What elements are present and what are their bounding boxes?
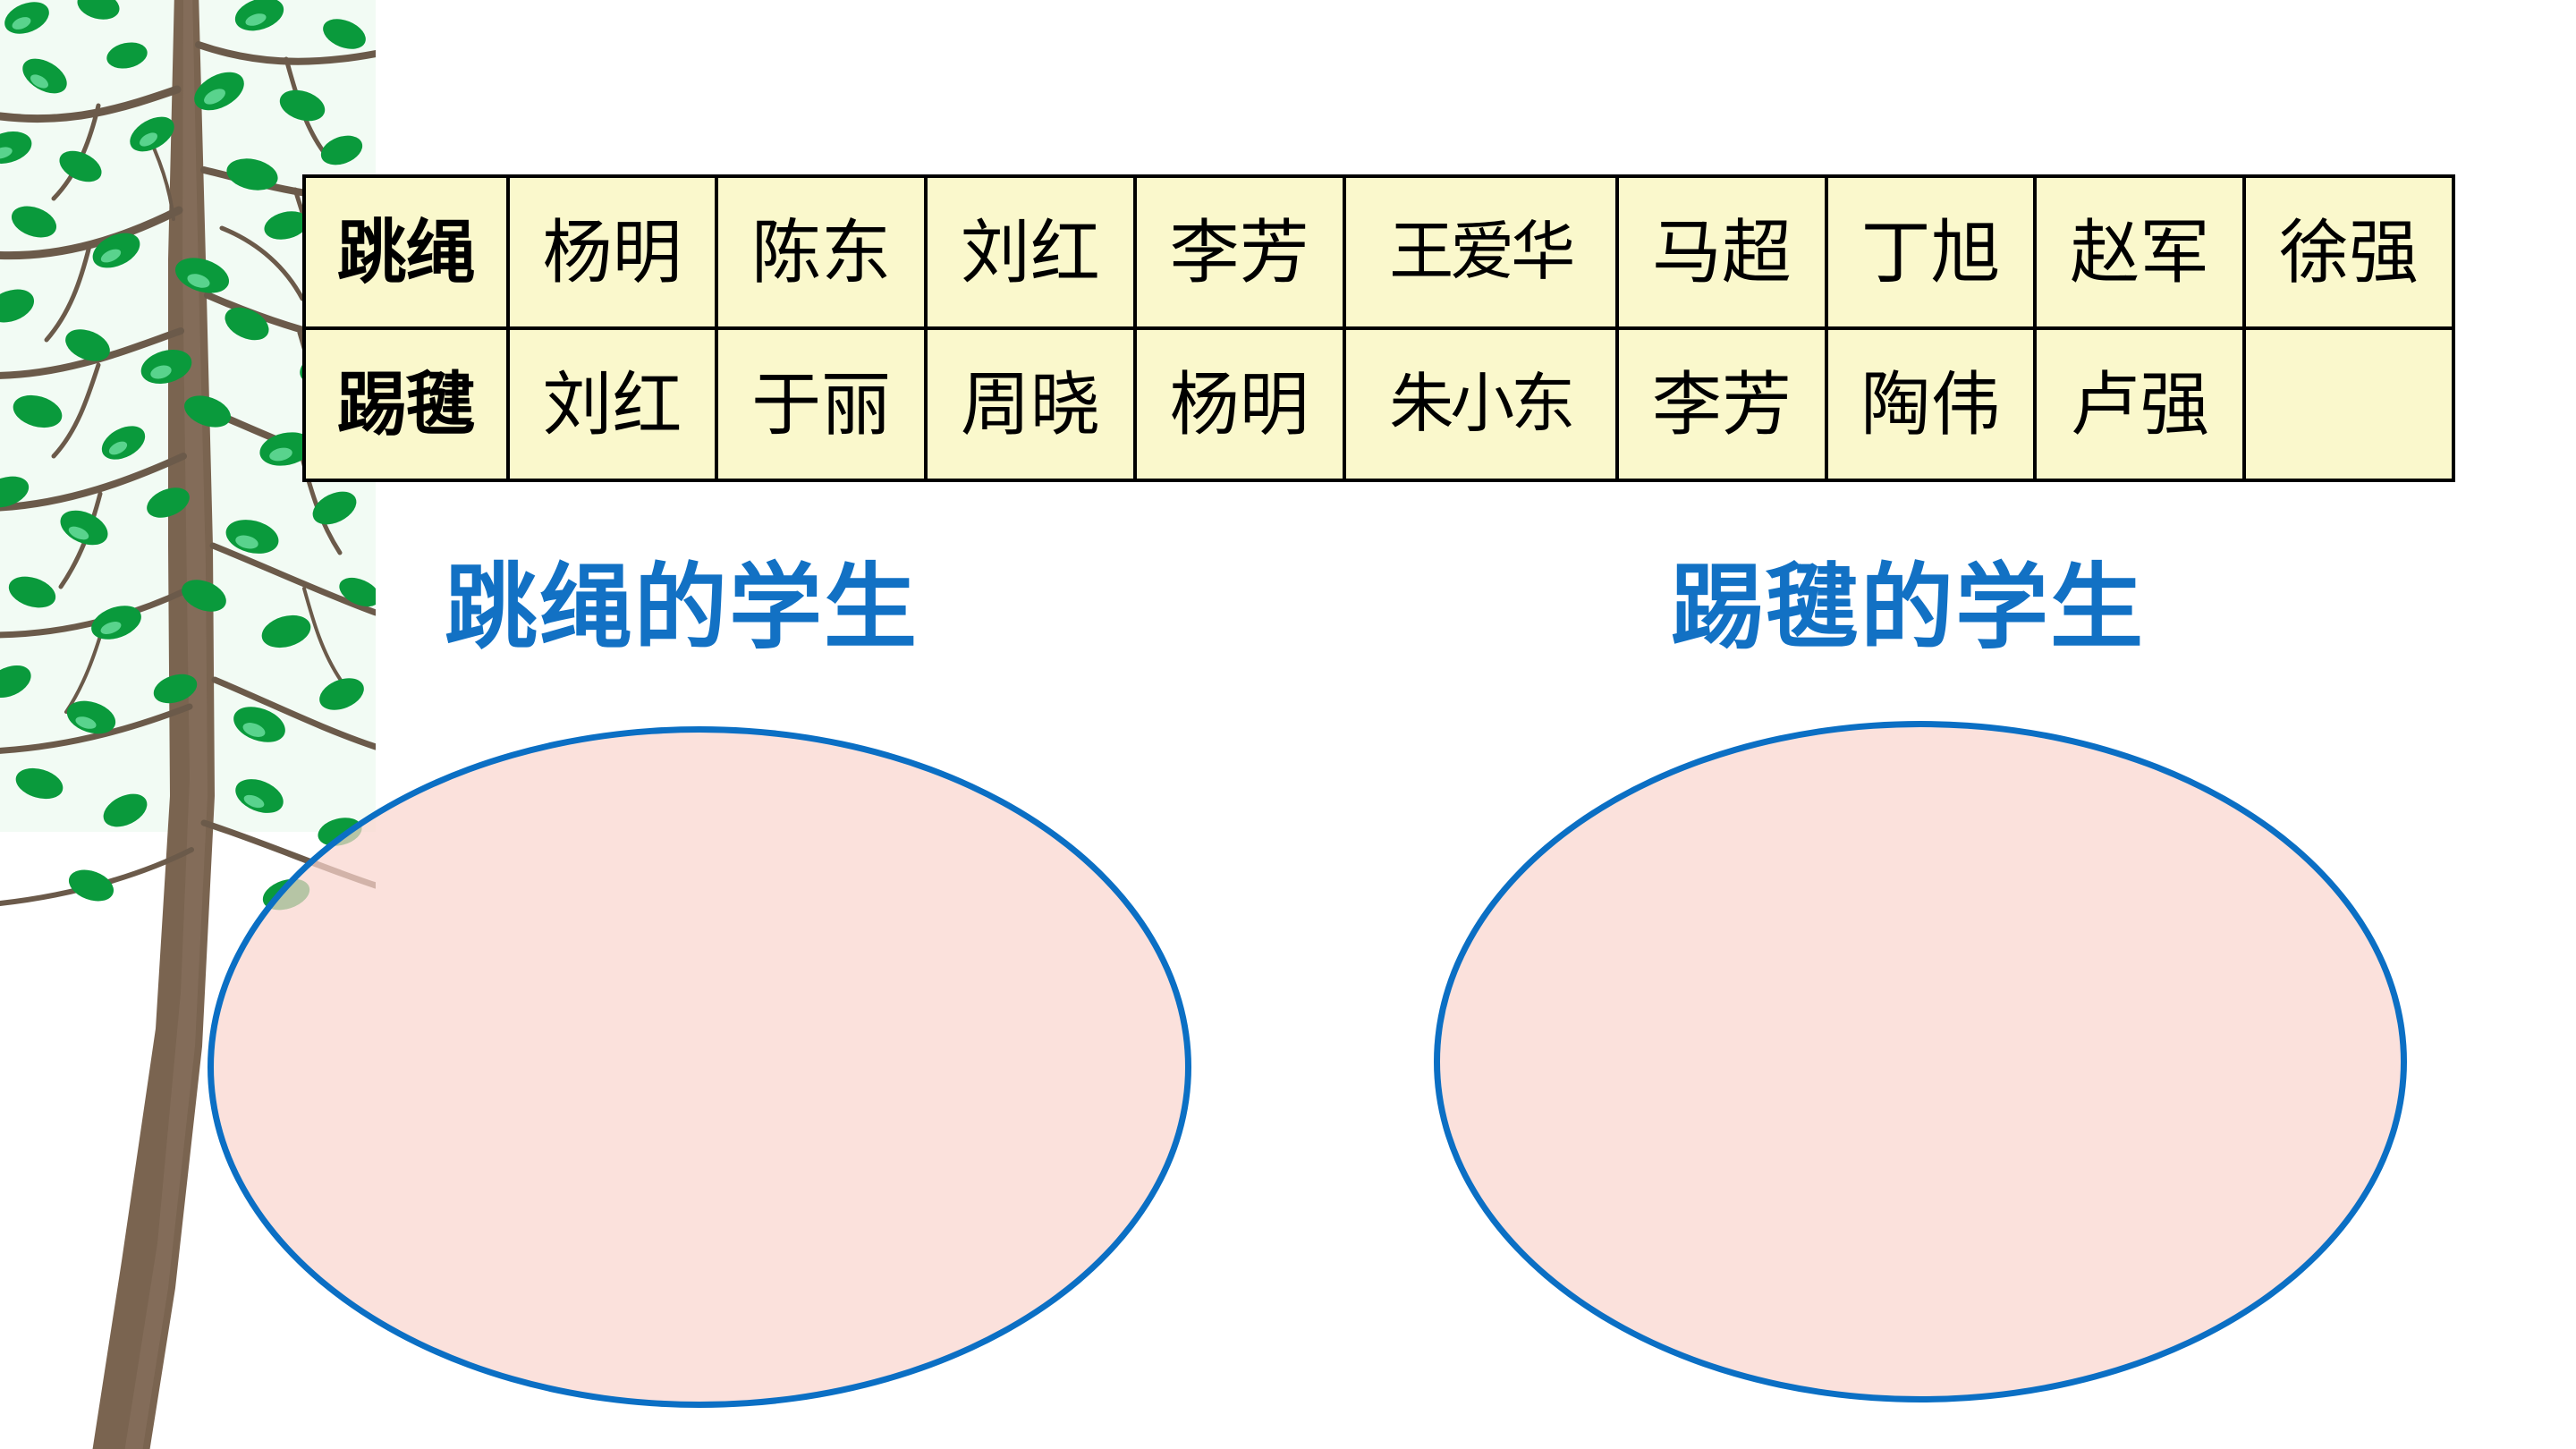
row-header-jump-rope: 跳绳: [302, 174, 510, 330]
table-cell: 王爱华: [1342, 174, 1620, 330]
table-cell: 杨明: [505, 174, 719, 330]
table-cell: 朱小东: [1342, 326, 1620, 482]
table-cell: 丁旭: [1824, 174, 2038, 330]
table-row: 踢毽 刘红 于丽 周晓 杨明 朱小东 李芳 陶伟 卢强: [302, 326, 2455, 482]
group-ellipse-shuttlecock[interactable]: [1434, 721, 2407, 1402]
group-title-shuttlecock: 踢毽的学生: [1671, 556, 2146, 660]
group-title-jump-rope: 跳绳的学生: [445, 556, 919, 660]
table-cell: 周晓: [924, 326, 1137, 482]
table-cell: 陈东: [715, 174, 928, 330]
table-row: 跳绳 杨明 陈东 刘红 李芳 王爱华 马超 丁旭 赵军 徐强: [302, 174, 2455, 330]
row-header-shuttlecock: 踢毽: [302, 326, 510, 482]
table-cell: 于丽: [715, 326, 928, 482]
table-cell: 李芳: [1615, 326, 1828, 482]
table-cell: 刘红: [505, 326, 719, 482]
table-cell: 赵军: [2033, 174, 2247, 330]
table-cell: 马超: [1615, 174, 1828, 330]
table-cell: 卢强: [2033, 326, 2247, 482]
student-roster-table: 跳绳 杨明 陈东 刘红 李芳 王爱华 马超 丁旭 赵军 徐强 踢毽 刘红 于丽 …: [302, 174, 2455, 482]
table-cell: 徐强: [2242, 174, 2455, 330]
group-ellipse-jump-rope[interactable]: [208, 726, 1191, 1408]
table-cell: 李芳: [1132, 174, 1346, 330]
table-cell-empty: [2242, 326, 2455, 482]
table-cell: 刘红: [924, 174, 1137, 330]
table-cell: 杨明: [1132, 326, 1346, 482]
table-cell: 陶伟: [1824, 326, 2038, 482]
